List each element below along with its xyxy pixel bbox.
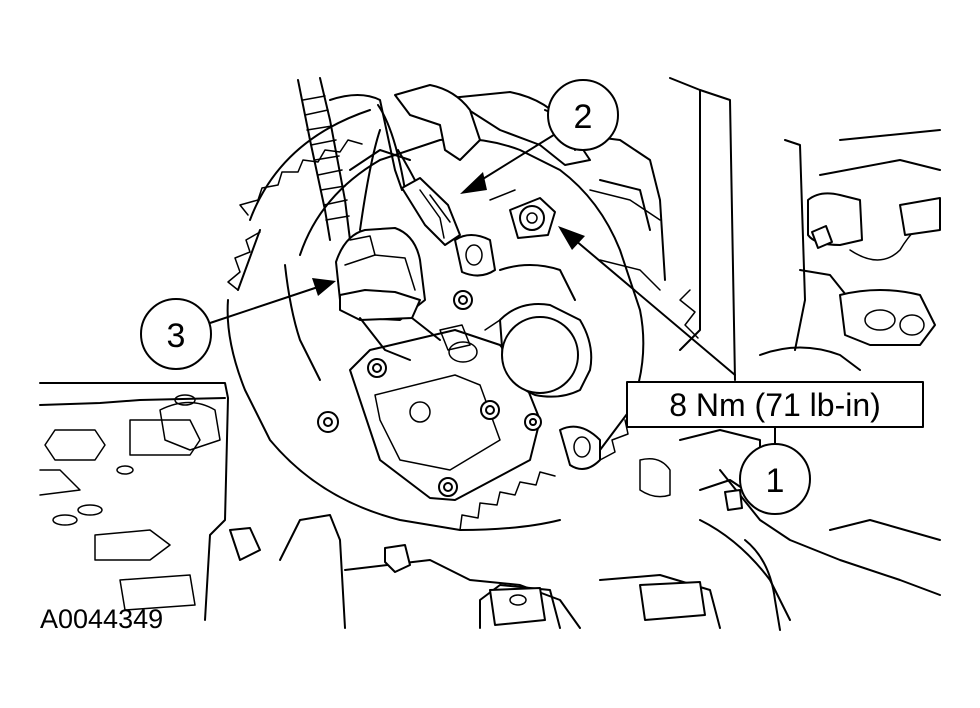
- large-connector: [335, 227, 441, 361]
- torque-spec-label: 8 Nm (71 lb-in): [669, 387, 881, 423]
- callout-2: 2: [547, 79, 619, 151]
- callout-2-circle: [547, 79, 619, 151]
- figure-id: A0044349: [40, 604, 163, 634]
- engine-block-right: [579, 77, 941, 631]
- engine-block-left: [39, 382, 229, 621]
- callout-3-circle: [140, 298, 212, 370]
- regulator-cover: [317, 290, 542, 501]
- b-plus-terminal-boot: [484, 303, 601, 470]
- small-connector: [401, 177, 461, 246]
- callout-1-circle: [739, 443, 811, 515]
- engine-block-bottom: [229, 514, 721, 629]
- mounting-stud: [489, 189, 556, 239]
- callout-3-arrowhead: [312, 278, 336, 296]
- callout-3: 3: [140, 298, 212, 370]
- generator-housing: [284, 91, 661, 451]
- callout-1-arrowhead: [558, 226, 585, 250]
- torque-spec-box: 8 Nm (71 lb-in): [626, 381, 924, 428]
- callout-1: 1: [739, 443, 811, 515]
- callout-leaders: [209, 127, 776, 446]
- callout-3-label: 3: [167, 317, 186, 355]
- callout-2-label: 2: [574, 98, 593, 136]
- callout-1-label: 1: [766, 462, 785, 500]
- wiring-harness: [297, 77, 481, 241]
- generator-pulley-ring: [226, 109, 699, 531]
- torque-spec-frame: [626, 381, 924, 428]
- callout-2-arrowhead: [460, 172, 487, 194]
